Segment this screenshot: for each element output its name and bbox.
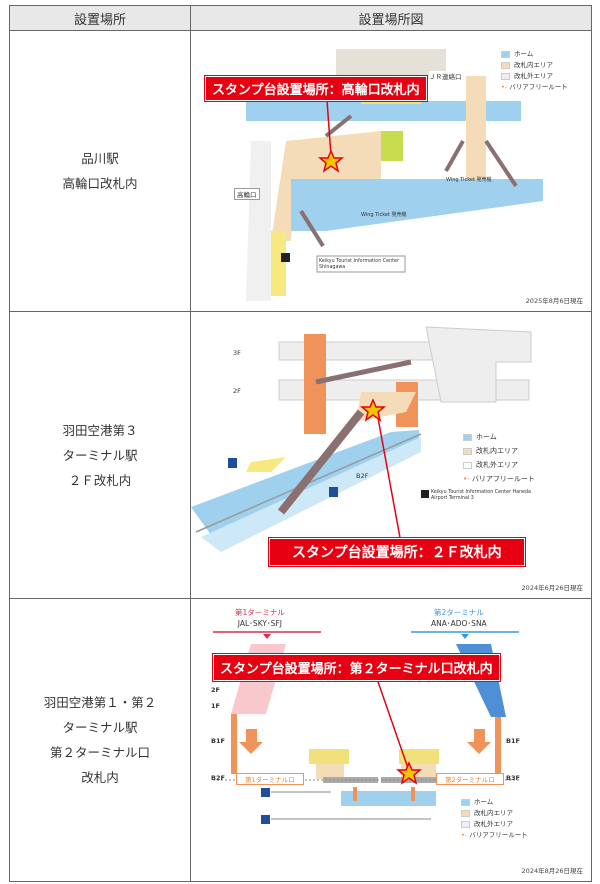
name-line: 高輪口改札内	[62, 176, 138, 191]
legend-item: 改札外エリア	[476, 461, 518, 469]
floor-b1f: B1F	[211, 737, 225, 745]
map-shinagawa: スタンプ台設置場所：高輪口改札内 高輪口 ＪＲ連絡口 Keikyu Touris…	[190, 30, 592, 312]
name-line: ２Ｆ改札内	[68, 472, 132, 488]
stamp-location-banner: スタンプ台設置場所：高輪口改札内	[205, 76, 427, 101]
floor-3f: 3F	[233, 349, 241, 357]
location-name: 品川駅 高輪口改札内	[9, 30, 191, 312]
stamp-location-banner: スタンプ台設置場所：２Ｆ改札内	[269, 538, 525, 566]
map-haneda-t3: 3F 2F B2F Keikyu Tourist Information Cen…	[190, 311, 592, 599]
header-location: 設置場所	[9, 5, 191, 31]
gate-label: 高輪口	[234, 188, 260, 200]
name-line: 羽田空港第３	[62, 422, 138, 438]
floor-b3f: B3F	[506, 774, 520, 782]
floor-b2f: B2F	[356, 472, 369, 480]
stamp-location-banner: スタンプ台設置場所：第２ターミナル口改札内	[213, 654, 500, 681]
t2-gate-label: 第2ターミナル口	[436, 773, 504, 785]
legend-item: 改札内エリア	[474, 809, 513, 817]
name-line: 改札内	[81, 770, 119, 785]
floor-b2f: B2F	[211, 774, 225, 782]
name-line: ターミナル駅	[62, 447, 138, 463]
legend-item: 改札外エリア	[474, 820, 513, 828]
floor-2f: 2F	[211, 686, 220, 694]
stamp-star-icon	[317, 149, 345, 173]
as-of-date: 2024年6月26日現在	[521, 584, 583, 592]
legend-item: 改札内エリア	[514, 61, 553, 69]
floor-2f: 2F	[233, 387, 241, 395]
legend-item: ホーム	[476, 433, 497, 441]
station-map	[213, 631, 521, 824]
station-map	[191, 326, 532, 555]
legend-item: バリアフリールート	[471, 475, 535, 483]
legend-item: ホーム	[514, 50, 534, 58]
legend-item: ホーム	[474, 798, 494, 806]
name-line: 品川駅	[81, 151, 119, 166]
map-legend: ホーム 改札内エリア 改札外エリア •- バリアフリールート	[501, 50, 568, 91]
stamp-star-icon	[395, 761, 423, 785]
header-map: 設置場所図	[190, 5, 592, 31]
stamp-location-table: 設置場所 設置場所図 品川駅 高輪口改札内 スタンプ台設置場所：高輪口改札内 高…	[9, 5, 592, 882]
map-legend: ホーム 改札内エリア 改札外エリア •- バリアフリールート	[463, 433, 535, 483]
location-name: 羽田空港第３ ターミナル駅 ２Ｆ改札内	[9, 311, 191, 599]
floor-1f: 1F	[211, 702, 220, 710]
legend-item: 改札内エリア	[476, 447, 518, 455]
jr-gate-label: ＪＲ連絡口	[429, 71, 462, 81]
location-name: 羽田空港第１・第２ ターミナル駅 第２ターミナル口 改札内	[9, 598, 191, 882]
name-line: 第２ターミナル口	[49, 745, 150, 760]
wing-ticket-label: Wing Ticket 発売機	[446, 177, 492, 183]
as-of-date: 2025年8月6日現在	[525, 297, 583, 305]
tic-label: Keikyu Tourist Information Center Shinag…	[319, 259, 399, 270]
name-line: ターミナル駅	[62, 720, 138, 735]
tic-label: Keikyu Tourist Information Center Haneda…	[431, 490, 531, 501]
wing-ticket-label: Wing Ticket 発売機	[361, 212, 407, 218]
stamp-star-icon	[359, 398, 387, 422]
floor-b1f: B1F	[506, 737, 520, 745]
map-legend: ホーム 改札内エリア 改札外エリア •- バリアフリールート	[461, 798, 528, 839]
legend-item: バリアフリールート	[469, 831, 528, 839]
t1-gate-label: 第1ターミナル口	[236, 773, 304, 785]
legend-item: バリアフリールート	[509, 83, 568, 91]
name-line: 羽田空港第１・第２	[43, 695, 157, 710]
legend-item: 改札外エリア	[514, 72, 553, 80]
as-of-date: 2024年8月26日現在	[521, 867, 583, 875]
